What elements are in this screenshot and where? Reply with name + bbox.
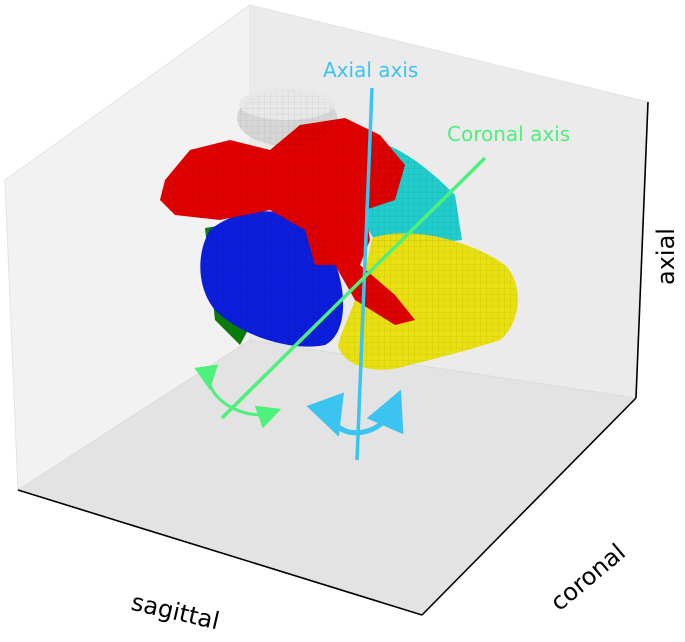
coronal-axis-label: Coronal axis xyxy=(447,122,571,146)
voxel-structures xyxy=(160,88,518,370)
axial-axis-label: Axial axis xyxy=(323,58,419,82)
z-axis-label: axial xyxy=(652,228,680,285)
coronal-rotation-arrow-icon xyxy=(194,364,282,429)
x-axis-line xyxy=(17,489,423,616)
y-axis-line xyxy=(421,397,637,616)
axial-rotation-arrow-icon xyxy=(306,389,404,437)
z-axis-line xyxy=(635,101,649,399)
